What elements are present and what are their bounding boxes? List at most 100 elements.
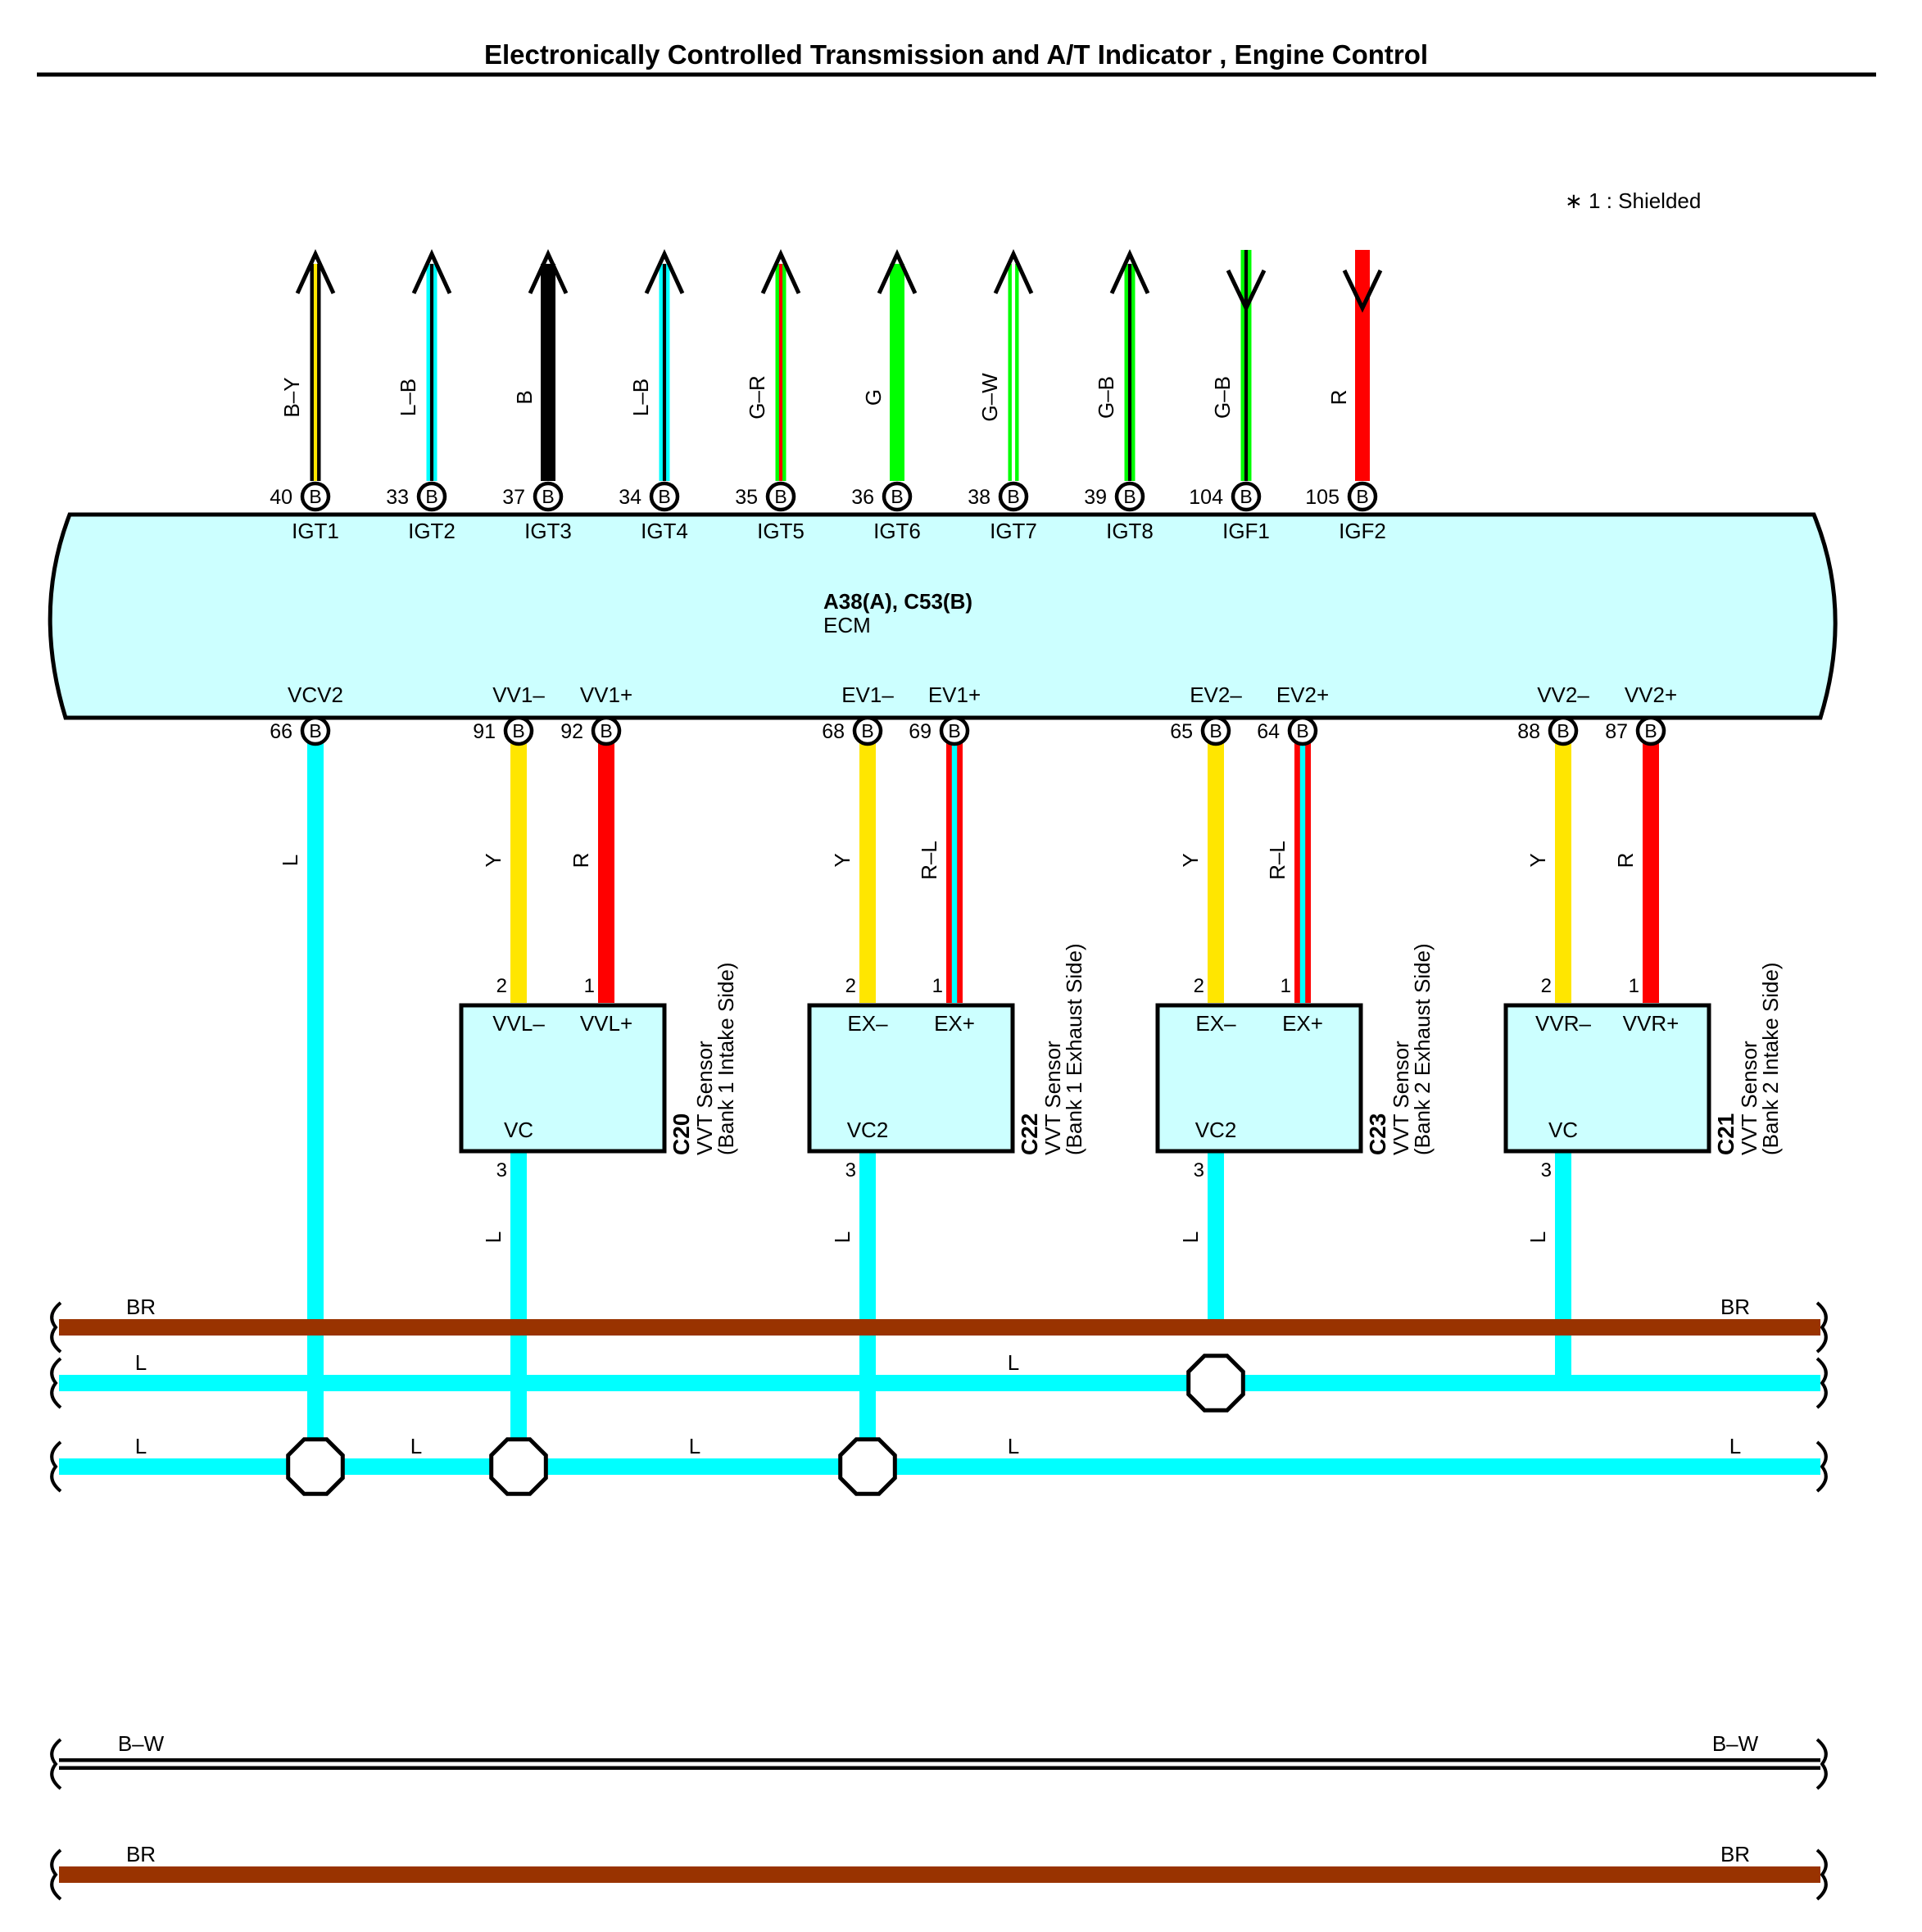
bottom-pins: VCV2B66VV1–B91VV1+B92EV1–B68EV1+B69EV2–B… — [270, 683, 1677, 746]
pin-IGT8 — [1114, 481, 1145, 512]
sensor-C23-pin3-name: VC2 — [1195, 1118, 1237, 1142]
pin-number-IGT3: 37 — [502, 486, 525, 509]
wire-label-IGT2: L–B — [396, 379, 420, 416]
sensor-C20-name: VVT Sensor — [692, 1041, 717, 1155]
pin-VV1+-letter: B — [600, 720, 612, 742]
pin-IGF1 — [1231, 481, 1262, 512]
sensor-C21-pin2-num: 2 — [1541, 975, 1552, 997]
pin-IGT3-letter: B — [542, 486, 554, 507]
sensor-C22-pin2-num: 2 — [845, 975, 856, 997]
sensor-C22-pin3-name: VC2 — [847, 1118, 889, 1142]
arrow-out-IGT5 — [760, 248, 801, 295]
bus-bracket-R — [1815, 1848, 1828, 1901]
wire-label-IGF2: R — [1326, 390, 1351, 406]
wire-label-IGT3: B — [512, 390, 537, 404]
splices — [286, 1354, 1245, 1496]
pin-IGT5 — [765, 481, 796, 512]
pin-IGT7 — [998, 481, 1029, 512]
pin-IGT1 — [300, 481, 331, 512]
pin-name-IGF2: IGF2 — [1339, 519, 1386, 543]
bus-br-bottom-label: BR — [126, 1842, 156, 1866]
pin-name-IGT8: IGT8 — [1106, 519, 1154, 543]
ecm-name: ECM — [823, 613, 871, 637]
bus-l-low-label: L — [1729, 1434, 1741, 1458]
pin-IGF2 — [1347, 481, 1378, 512]
bus-bracket-R — [1815, 1738, 1828, 1790]
bus-bracket-L — [50, 1357, 62, 1409]
bus-bracket-R — [1815, 1440, 1828, 1493]
arrow-out-IGT6 — [877, 248, 918, 295]
splice-c20 — [489, 1437, 548, 1496]
sensor-C23-pin2-num: 2 — [1194, 975, 1204, 997]
pin-number-IGT5: 35 — [735, 486, 758, 509]
pin-name-IGT5: IGT5 — [757, 519, 805, 543]
wire-label-EV2–: Y — [1178, 853, 1203, 867]
bus-l-low-label: L — [410, 1434, 422, 1458]
sensor-C22-side: (Bank 1 Exhaust Side) — [1062, 943, 1086, 1155]
pin-number-IGF1: 104 — [1189, 486, 1223, 509]
arrow-out-IGT7 — [993, 248, 1034, 295]
bus-l-low-label: L — [1008, 1434, 1019, 1458]
sensor-C21-pin3-num: 3 — [1541, 1159, 1552, 1181]
pin-name-VV1+: VV1+ — [580, 683, 632, 707]
arrow-out-IGT2 — [411, 248, 452, 295]
bus-br-top-label: BR — [1720, 1295, 1750, 1319]
bus-bracket-L — [50, 1301, 62, 1354]
pin-IGF1-letter: B — [1240, 486, 1252, 507]
sensor-C22-box — [807, 1003, 1015, 1154]
pin-name-IGT6: IGT6 — [873, 519, 921, 543]
wire-label-EV1–: Y — [830, 853, 854, 867]
bus-bracket-R — [1815, 1357, 1828, 1409]
bus-bracket-L — [50, 1440, 62, 1493]
bus-bracket-R — [1815, 1301, 1828, 1354]
sensor-C21-side: (Bank 2 Intake Side) — [1758, 962, 1783, 1155]
sensor-C23-side: (Bank 2 Exhaust Side) — [1410, 943, 1435, 1155]
sensor-C20-pin3-num: 3 — [496, 1159, 507, 1181]
pin-IGT3 — [533, 481, 564, 512]
pin-number-VCV2: 66 — [270, 720, 292, 743]
pin-VV2– — [1548, 715, 1579, 746]
bus-br-top-label: BR — [126, 1295, 156, 1319]
pin-EV1+-letter: B — [948, 720, 960, 742]
sensor-C22-pin1-num: 1 — [932, 975, 943, 997]
pin-name-VV2–: VV2– — [1537, 683, 1589, 707]
sensor-C23-pin1-name: EX+ — [1282, 1011, 1323, 1036]
pin-VV1+ — [591, 715, 622, 746]
pin-EV1–-letter: B — [861, 720, 873, 742]
pin-number-EV1+: 69 — [909, 720, 932, 743]
pin-number-EV2–: 65 — [1170, 720, 1193, 743]
splice-vcv2 — [286, 1437, 345, 1496]
sensor-C23-pin3-num: 3 — [1194, 1159, 1204, 1181]
wire-label-IGF1: G–B — [1210, 376, 1235, 419]
pin-number-IGT8: 39 — [1084, 486, 1107, 509]
pin-EV1+ — [939, 715, 970, 746]
arrow-in-IGF2 — [1342, 269, 1383, 313]
pin-name-EV1–: EV1– — [841, 683, 894, 707]
wire-label-IGT5: G–R — [745, 375, 769, 419]
pin-name-IGF1: IGF1 — [1222, 519, 1270, 543]
wire-label-IGT1: B–Y — [279, 377, 304, 417]
wire-label-VV2+: R — [1613, 853, 1638, 868]
pin-IGT6 — [882, 481, 913, 512]
pin-VV1– — [503, 715, 534, 746]
pin-number-EV2+: 64 — [1257, 720, 1280, 743]
pin-EV2+ — [1287, 715, 1318, 746]
sensor-C22-code: C22 — [1017, 1113, 1042, 1155]
pin-number-VV2+: 87 — [1605, 720, 1628, 743]
shielded-note: ∗ 1 : Shielded — [1565, 188, 1701, 213]
pin-VV2+-letter: B — [1644, 720, 1657, 742]
pin-number-IGT1: 40 — [270, 486, 292, 509]
pin-VCV2 — [300, 715, 331, 746]
arrow-in-IGF1 — [1226, 269, 1267, 313]
arrow-out-IGT8 — [1109, 248, 1150, 295]
pin-number-IGT6: 36 — [851, 486, 874, 509]
sensor-C22-pin3-num: 3 — [845, 1159, 856, 1181]
bus-l-mid-label: L — [135, 1350, 147, 1375]
sensor-C21-pin1-name: VVR+ — [1623, 1011, 1679, 1036]
ecm-code: A38(A), C53(B) — [823, 589, 972, 614]
wire-label-VV2–: Y — [1525, 853, 1550, 867]
